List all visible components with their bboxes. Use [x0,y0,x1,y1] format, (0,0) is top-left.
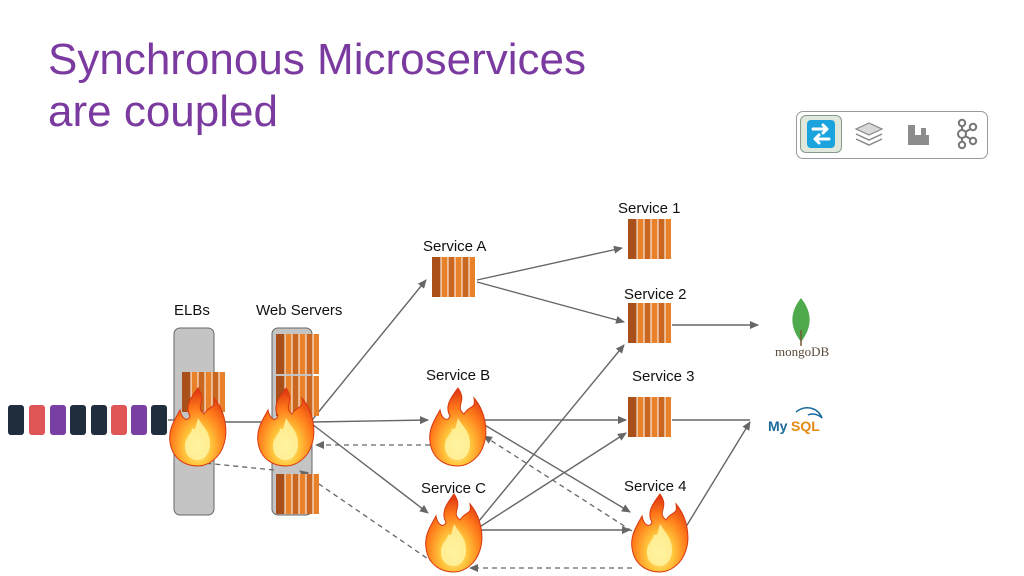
service-1-label: Service 1 [618,200,681,217]
sync-arrows-icon[interactable] [804,117,838,151]
layers-icon[interactable] [852,117,886,151]
web-server [275,473,320,515]
service-a-label: Service A [423,238,487,255]
service-b-fire [429,387,487,467]
service-c-label: Service C [421,480,487,497]
service-2-label: Service 2 [624,286,687,303]
request-block [151,405,167,435]
elbs-label: ELBs [174,302,210,319]
web-server [275,333,320,375]
mysql-my: My [768,418,788,434]
request-block [111,405,127,435]
web-servers-label: Web Servers [256,302,343,319]
service-3-label: Service 3 [632,368,695,385]
kafka-icon[interactable] [947,117,981,151]
blocks-icon[interactable] [902,117,936,151]
mysql-logo: My SQL [768,407,823,434]
mongodb-logo: mongoDB [775,298,830,359]
request-block [50,405,66,435]
service-4-fire [631,493,689,573]
service-4-label: Service 4 [624,478,687,495]
mode-toolbar [796,111,988,159]
service-c-fire [425,493,483,573]
service-b-label: Service B [426,367,491,384]
request-arrows [168,245,759,534]
request-block [131,405,147,435]
request-block [8,405,24,435]
mongodb-wordmark: mongoDB [775,344,830,359]
page-title: Synchronous Microservices are coupled [48,34,586,138]
title-line-1: Synchronous Microservices [48,35,586,84]
request-block [91,405,107,435]
mysql-sql: SQL [791,418,820,434]
timeout-return-arrows [193,435,633,572]
service-3-server [627,396,672,438]
request-queue [8,405,167,435]
title-line-2: are coupled [48,87,278,136]
service-1-server [627,218,672,260]
request-block [29,405,45,435]
request-block [70,405,86,435]
service-2-server [627,302,672,344]
service-a-server [431,256,476,298]
